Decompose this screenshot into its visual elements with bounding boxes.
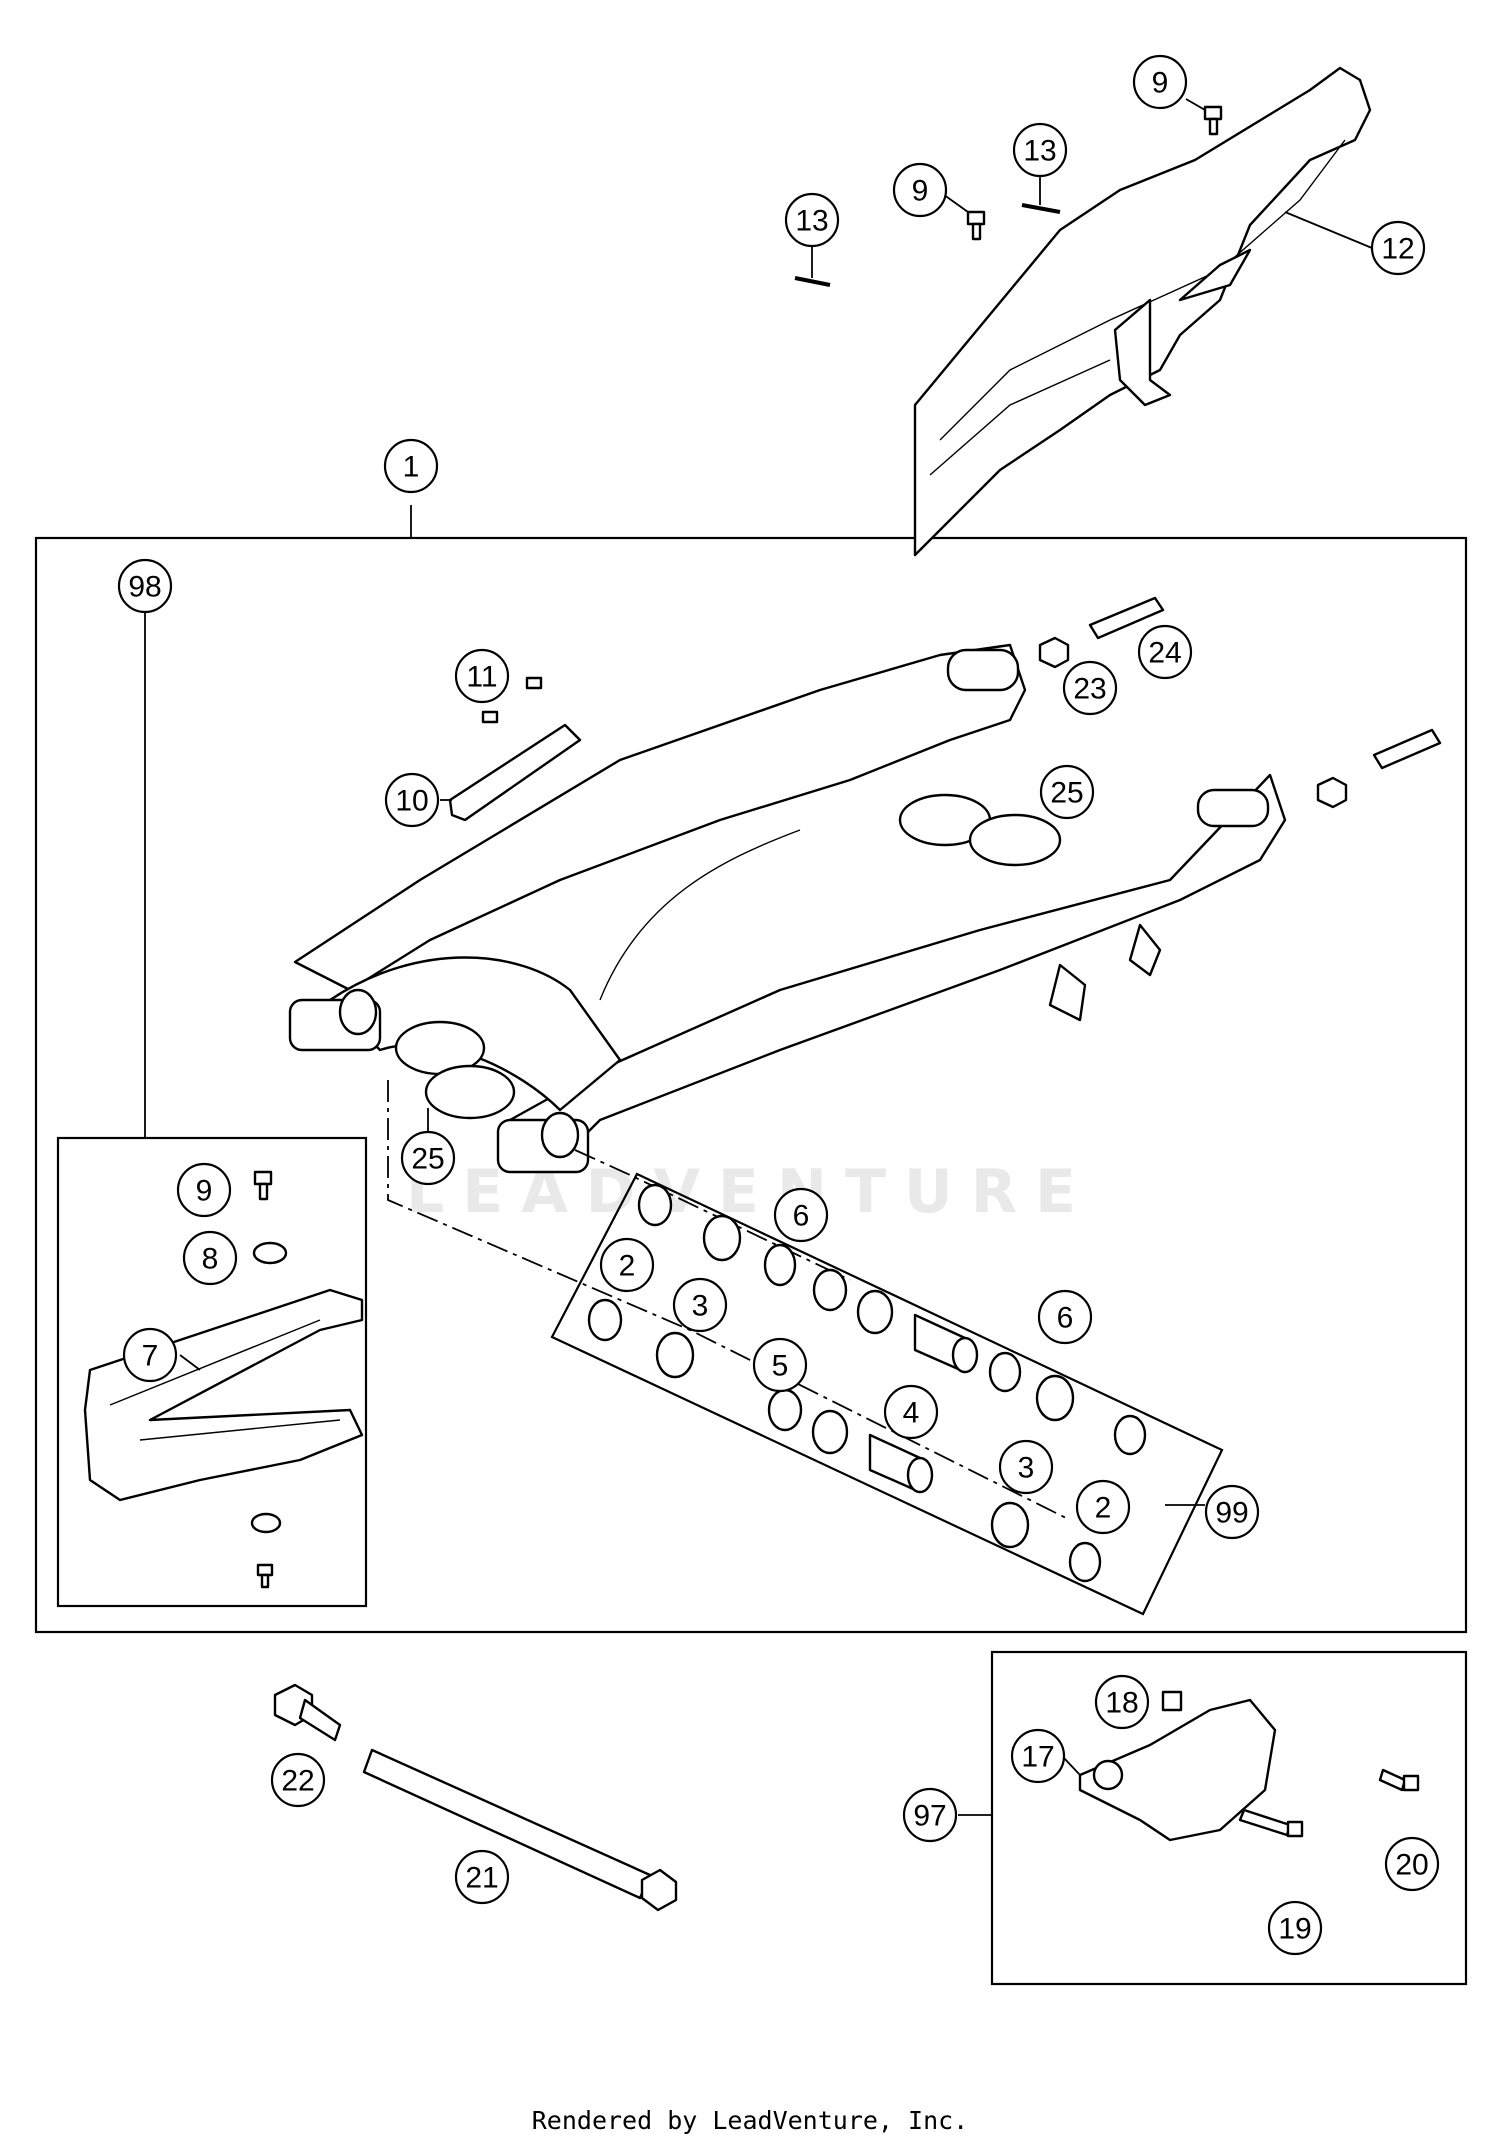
callout-99-label: 99 [1215,1497,1248,1530]
callout-20-label: 20 [1395,1849,1428,1882]
callout-5: 5 [752,1337,808,1393]
callout-9c-label: 9 [196,1175,213,1208]
callout-19: 19 [1267,1900,1323,1956]
callout-2b-label: 2 [1095,1492,1112,1525]
callout-19-label: 19 [1278,1913,1311,1946]
kit-98-frame [56,1136,368,1608]
axle-bolt-22-part [273,1683,342,1742]
callout-23-label: 23 [1073,673,1106,706]
callout-9b: 9 [892,162,948,218]
chain-slider-guide-10-part [448,723,582,822]
chain-guard-part [913,66,1372,557]
nut-18-part [1161,1690,1183,1712]
callout-13b-label: 13 [795,205,828,238]
swingarm-part [288,643,1287,1174]
kit-97-frame [990,1650,1468,1986]
callout-9c: 9 [176,1162,232,1218]
screw-9-kit98-part [253,1170,273,1201]
bearing-kit-99-upper-part [637,1183,1147,1456]
callout-25b: 25 [400,1130,456,1186]
callout-18: 18 [1094,1674,1150,1730]
callout-12-label: 12 [1381,233,1414,266]
screw-13-mid-part [1021,203,1061,214]
callout-8: 8 [182,1230,238,1286]
collar-8-part [252,1241,288,1265]
callout-23: 23 [1062,660,1118,716]
callout-2a-label: 2 [619,1250,636,1283]
callout-97: 97 [902,1787,958,1843]
callout-1: 1 [383,438,439,494]
callout-22: 22 [270,1752,326,1808]
screw-11-part [481,676,543,724]
pin-24-part [1088,596,1442,770]
chain-slider-7-part [83,1288,364,1502]
callout-11-label: 11 [466,661,497,694]
callout-25a: 25 [1039,764,1095,820]
axle-21-part [362,1748,678,1912]
callout-11: 11 [454,648,510,704]
callout-13a-label: 13 [1023,135,1056,168]
callout-3a-label: 3 [692,1290,709,1323]
kit-99-frame [550,1172,1224,1616]
nut-23-part [1038,636,1348,809]
screw-9-mid-part [966,210,986,241]
callout-25b-label: 25 [411,1143,444,1176]
footer-credit: Rendered by LeadVenture, Inc. [531,2106,969,2135]
callout-21: 21 [454,1849,510,1905]
screw-13-left-part [794,276,831,287]
callout-10: 10 [384,772,440,828]
callout-3b-label: 3 [1018,1452,1035,1485]
callout-22-label: 22 [281,1765,314,1798]
callout-4-label: 4 [903,1397,920,1430]
callout-13a: 13 [1012,122,1068,178]
chain-guide-17-part [1078,1698,1277,1842]
callout-9a-label: 9 [1152,67,1169,100]
callout-21-label: 21 [465,1862,498,1895]
callout-7-label: 7 [142,1340,159,1373]
callout-3b: 3 [998,1439,1054,1495]
callout-7: 7 [122,1327,178,1383]
callout-1-label: 1 [403,451,420,484]
callout-3a: 3 [672,1277,728,1333]
callout-8-label: 8 [202,1243,219,1276]
callout-6b: 6 [1037,1289,1093,1345]
callout-9a: 9 [1132,54,1188,110]
callout-17-label: 17 [1021,1741,1054,1774]
callout-9b-label: 9 [912,175,929,208]
callout-4: 4 [883,1384,939,1440]
callout-5-label: 5 [772,1350,789,1383]
callout-98: 98 [117,558,173,614]
collar-kit98-bottom-part [250,1512,282,1589]
callout-2b: 2 [1075,1479,1131,1535]
callout-25a-label: 25 [1050,777,1083,810]
callout-17: 17 [1010,1728,1066,1784]
callout-98-label: 98 [128,571,161,604]
callout-12: 12 [1370,220,1426,276]
seal-25-bottom-part [394,1020,516,1120]
screw-19-part [1238,1808,1304,1838]
bearing-kit-99-lower-part [587,1298,1102,1583]
callout-6a-label: 6 [793,1200,810,1233]
screw-9-top-part [1203,105,1223,136]
screw-20-part [1378,1768,1420,1792]
callout-99: 99 [1204,1484,1260,1540]
callout-13b: 13 [784,192,840,248]
swingarm-assembly-frame [34,536,1468,1634]
callout-97-label: 97 [913,1800,946,1833]
callout-24: 24 [1137,624,1193,680]
seal-25-top-part [898,793,1062,867]
callout-10-label: 10 [395,785,428,818]
callout-24-label: 24 [1148,637,1181,670]
callout-6a: 6 [773,1187,829,1243]
callout-20: 20 [1384,1836,1440,1892]
callout-2a: 2 [599,1237,655,1293]
callout-6b-label: 6 [1057,1302,1074,1335]
callout-18-label: 18 [1105,1687,1138,1720]
